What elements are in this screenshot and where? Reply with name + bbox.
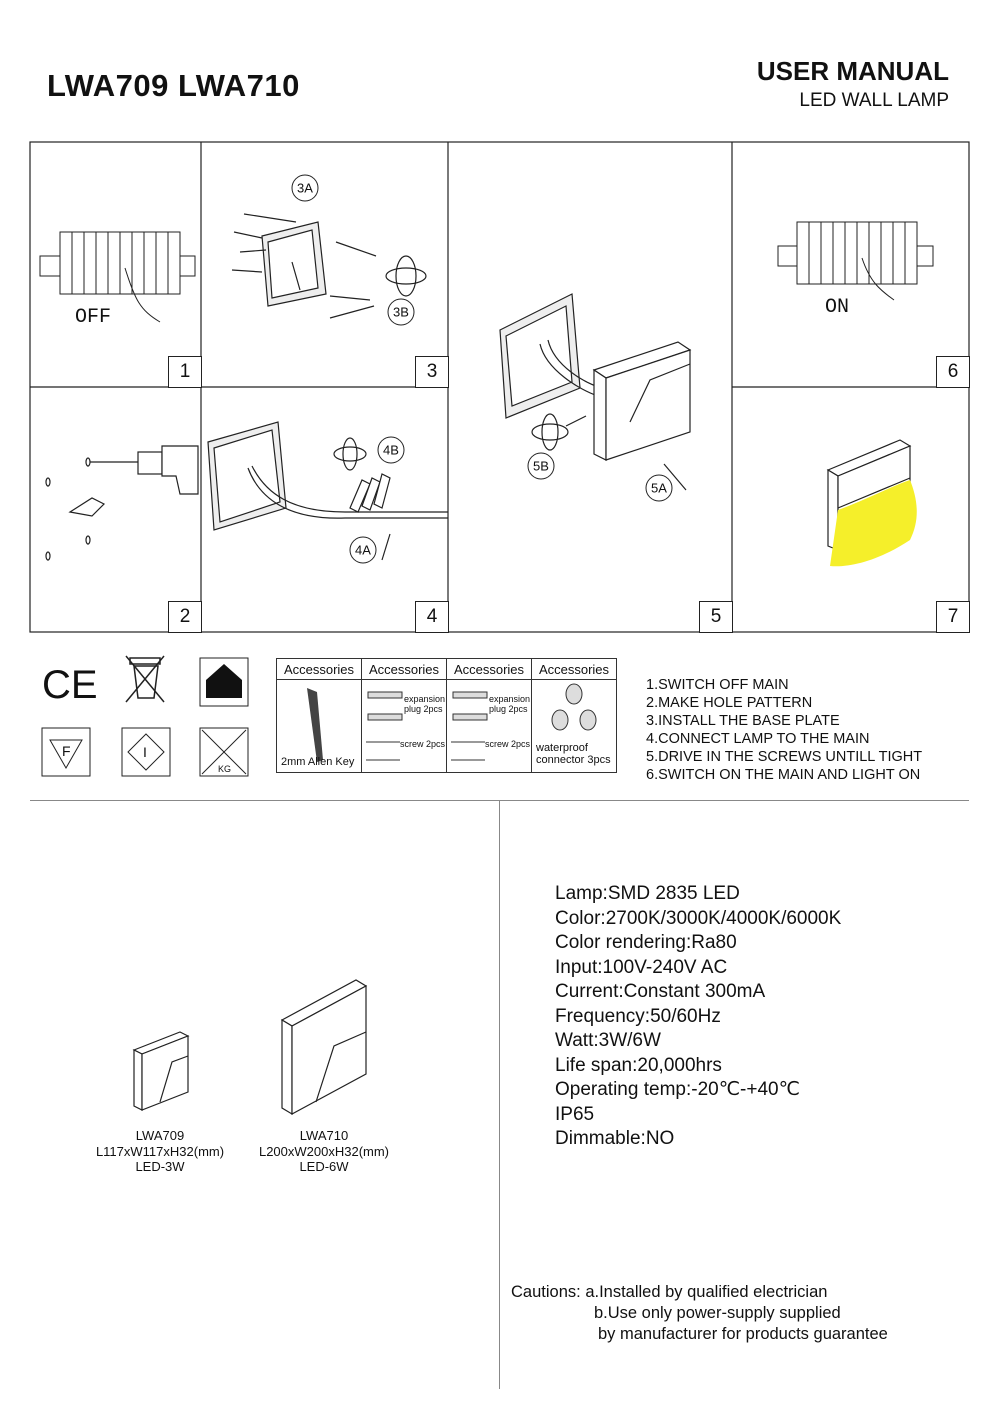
plug-and-screw-icon	[366, 691, 403, 761]
accessories-table: Accessories Accessories Accessories Acce…	[276, 658, 617, 773]
callout-3a: 3A	[297, 181, 313, 196]
spec-ip-rating: IP65	[555, 1103, 595, 1125]
no-cover-icon	[199, 727, 249, 777]
caution-1: a.Installed by qualified electrician	[585, 1283, 828, 1301]
instruction-5: 5.DRIVE IN THE SCREWS UNTILL TIGHT	[646, 749, 923, 765]
instruction-6: 6.SWITCH ON THE MAIN AND LIGHT ON	[646, 767, 921, 783]
ce-mark-icon: CE	[42, 663, 98, 707]
spec-watt: Watt:3W/6W	[555, 1030, 661, 1051]
drill-icon	[45, 445, 199, 561]
product-model: LWA709	[135, 1128, 185, 1143]
product-power: LED-6W	[299, 1159, 349, 1174]
callout-4a: 4A	[355, 543, 371, 558]
fixture-mounting-icon	[499, 293, 692, 491]
plug-and-screw-icon	[451, 691, 488, 761]
step-number-7: 7	[936, 601, 970, 633]
spec-dimmable: Dimmable:NO	[555, 1128, 675, 1149]
specifications: Lamp:SMD 2835 LED Color:2700K/3000K/4000…	[555, 882, 841, 1152]
spec-operating-temp: Operating temp:-20℃-+40℃	[555, 1079, 800, 1100]
product-dims: L117xW117xH32(mm)	[95, 1143, 225, 1159]
accessories-header-2: Accessories	[361, 658, 447, 680]
instruction-3: 3.INSTALL THE BASE PLATE	[646, 713, 840, 729]
cautions-label: Cautions:	[511, 1283, 581, 1301]
lamp-lit-icon	[826, 439, 917, 567]
accessories-header-3: Accessories	[446, 658, 532, 680]
cautions: Cautions: a.Installed by qualified elect…	[511, 1282, 888, 1345]
product-power: LED-3W	[135, 1159, 185, 1174]
lwa710-drawing-icon	[280, 979, 368, 1116]
step-number-5: 5	[699, 601, 733, 633]
manual-title: USER MANUAL	[756, 56, 949, 86]
certification-marks: CE F I KG	[41, 655, 249, 777]
f-mark-letter: F	[62, 743, 71, 759]
spec-lamp: Lamp:SMD 2835 LED	[555, 883, 740, 904]
terminal-block-off-icon	[39, 231, 196, 323]
waterproof-connector-icon	[551, 683, 597, 731]
terminal-block-on-icon	[777, 221, 934, 301]
switch-off-label: OFF	[75, 306, 111, 329]
product-dims: L200xW200xH32(mm)	[258, 1143, 390, 1159]
step-number-2: 2	[168, 601, 202, 633]
kg-mark-label: KG	[218, 764, 231, 774]
product-model: LWA710	[299, 1128, 349, 1143]
spec-life-span: Life span:20,000hrs	[555, 1054, 722, 1076]
product-lwa709-caption: LWA709 L117xW117xH32(mm) LED-3W	[80, 1128, 240, 1175]
callout-3b: 3B	[393, 305, 409, 320]
caution-3: by manufacturer for products guarantee	[598, 1325, 888, 1343]
manual-subtitle: LED WALL LAMP	[799, 90, 949, 111]
instruction-2: 2.MAKE HOLE PATTERN	[646, 695, 813, 711]
spec-color-rendering: Color rendering:Ra80	[555, 932, 737, 953]
step-number-1: 1	[168, 356, 202, 388]
allen-key-icon	[307, 688, 323, 762]
f-mark-icon	[41, 727, 91, 777]
accessory-allen-key: 2mm Allen Key	[276, 679, 362, 773]
base-plate-icon	[231, 213, 427, 319]
step-number-3: 3	[415, 356, 449, 388]
spec-color: Color:2700K/3000K/4000K/6000K	[555, 907, 842, 929]
product-lwa710-caption: LWA710 L200xW200xH32(mm) LED-6W	[248, 1128, 400, 1175]
instruction-1: 1.SWITCH OFF MAIN	[646, 677, 789, 693]
accessories-header-4: Accessories	[531, 658, 617, 680]
callout-4b: 4B	[383, 443, 399, 458]
accessory-plugs-screws: expansion plug 2pcs screw 2pcs	[361, 679, 447, 773]
i-mark-letter: I	[143, 744, 147, 760]
callout-5b: 5B	[533, 459, 549, 474]
instruction-4: 4.CONNECT LAMP TO THE MAIN	[646, 731, 870, 747]
product-drawings	[132, 979, 368, 1116]
switch-on-label: ON	[825, 296, 849, 319]
i-mark-icon	[121, 727, 171, 777]
accessory-connector: waterproof connector 3pcs	[531, 679, 617, 773]
wiring-connection-icon	[207, 421, 448, 561]
accessory-plugs-screws-2: expansion plug 2pcs screw 2pcs	[446, 679, 532, 773]
spec-frequency: Frequency:50/60Hz	[555, 1005, 721, 1027]
spec-current: Current:Constant 300mA	[555, 981, 766, 1002]
weee-bin-icon	[125, 655, 165, 703]
step-number-6: 6	[936, 356, 970, 388]
model-title: LWA709 LWA710	[47, 68, 300, 103]
caution-2: b.Use only power-supply supplied	[594, 1304, 841, 1322]
column-divider	[499, 801, 500, 1389]
installation-steps-diagram: 3A 3B 4A 4B 5A 5B OFF ON	[29, 141, 970, 633]
installation-instructions: 1.SWITCH OFF MAIN 2.MAKE HOLE PATTERN 3.…	[646, 676, 922, 784]
accessories-header-1: Accessories	[276, 658, 362, 680]
callout-5a: 5A	[651, 481, 667, 496]
section-divider	[30, 800, 969, 801]
spec-input: Input:100V-240V AC	[555, 956, 728, 978]
step-number-4: 4	[415, 601, 449, 633]
indoor-use-icon	[199, 657, 249, 707]
lwa709-drawing-icon	[132, 1031, 190, 1111]
